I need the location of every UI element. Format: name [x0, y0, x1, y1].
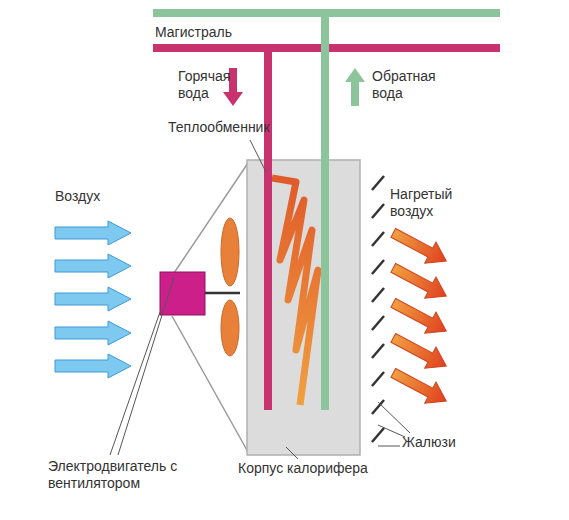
part-label: Теплообменник: [168, 119, 288, 136]
part-label: Воздух: [55, 188, 135, 205]
heater-housing: [247, 160, 360, 455]
part-label: Корпус калорифера: [238, 460, 388, 477]
part-label: Обратная вода: [372, 68, 452, 102]
part-label: Электродвигатель с вентилятором: [48, 458, 198, 492]
leader-lines: [110, 140, 410, 459]
return-water-arrow: [345, 68, 365, 106]
heated-air-arrows: [388, 222, 452, 411]
air-arrows: [55, 221, 131, 378]
electric-motor: [160, 272, 205, 315]
part-label: Магистраль: [155, 24, 275, 41]
heat-exchanger-coil: [272, 178, 318, 405]
part-label: Нагретый воздух: [390, 186, 490, 220]
part-label: Горячая вода: [178, 68, 236, 102]
fan: [205, 218, 240, 356]
part-label: Жалюзи: [402, 434, 482, 451]
pipes: [153, 9, 500, 410]
